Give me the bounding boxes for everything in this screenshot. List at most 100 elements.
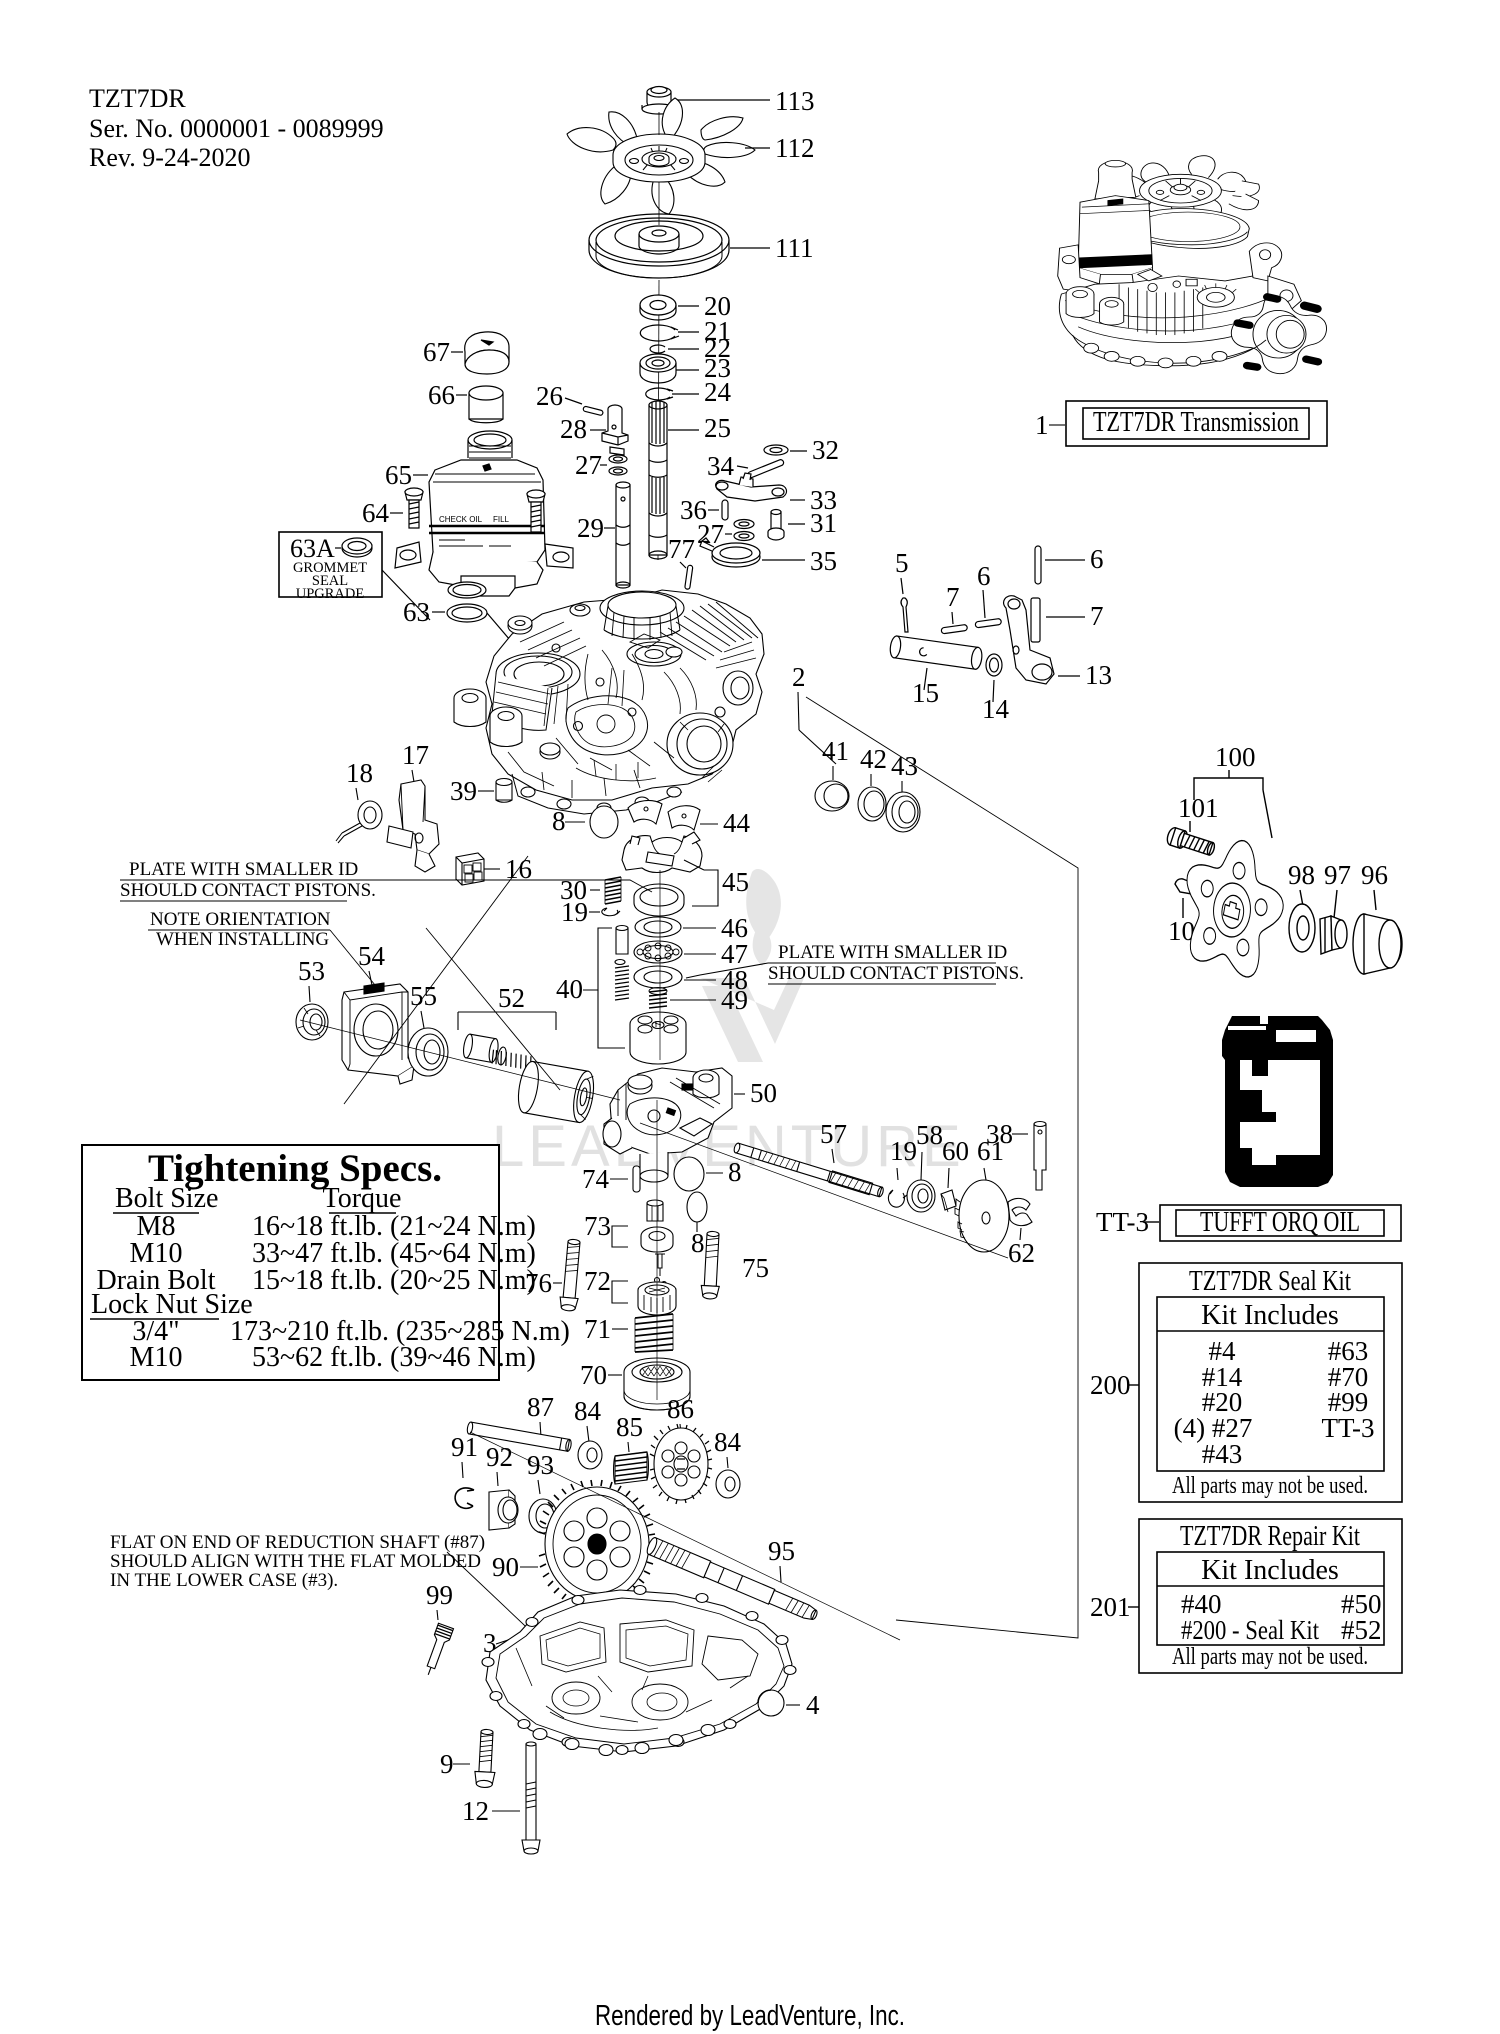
svg-text:TUFFT ORQ OIL: TUFFT ORQ OIL xyxy=(1200,1207,1360,1238)
svg-text:53: 53 xyxy=(298,956,325,986)
svg-text:UPGRADE: UPGRADE xyxy=(296,586,365,602)
svg-text:24: 24 xyxy=(704,377,732,407)
svg-text:39: 39 xyxy=(450,776,477,806)
svg-text:98: 98 xyxy=(1288,860,1315,890)
svg-text:72: 72 xyxy=(584,1266,611,1296)
svg-text:173~210 ft.lb. (235~285 N.m): 173~210 ft.lb. (235~285 N.m) xyxy=(230,1316,570,1347)
svg-text:73: 73 xyxy=(584,1211,611,1241)
svg-text:29: 29 xyxy=(577,513,604,543)
svg-text:74: 74 xyxy=(582,1164,610,1194)
svg-text:#20: #20 xyxy=(1202,1387,1243,1417)
svg-text:#4: #4 xyxy=(1209,1336,1237,1366)
svg-text:FLAT ON END OF REDUCTION SHAFT: FLAT ON END OF REDUCTION SHAFT (#87) xyxy=(110,1532,485,1553)
svg-text:90: 90 xyxy=(492,1552,519,1582)
svg-text:26: 26 xyxy=(536,381,563,411)
svg-text:62: 62 xyxy=(1008,1238,1035,1268)
svg-text:27: 27 xyxy=(575,450,602,480)
svg-text:111: 111 xyxy=(775,233,814,263)
svg-text:75: 75 xyxy=(742,1253,769,1283)
svg-text:#200 - Seal Kit: #200 - Seal Kit xyxy=(1181,1615,1319,1645)
svg-text:33: 33 xyxy=(810,485,837,515)
svg-text:77: 77 xyxy=(668,534,695,564)
svg-text:21: 21 xyxy=(704,316,731,346)
svg-text:17: 17 xyxy=(402,740,429,770)
svg-text:LEADVENTURE: LEADVENTURE xyxy=(492,1114,965,1179)
svg-text:3/4": 3/4" xyxy=(132,1316,179,1347)
svg-text:55: 55 xyxy=(410,981,437,1011)
svg-text:61: 61 xyxy=(977,1136,1004,1166)
svg-text:34: 34 xyxy=(707,451,735,481)
svg-text:(4) #27: (4) #27 xyxy=(1174,1413,1253,1443)
svg-text:SHOULD CONTACT PISTONS.: SHOULD CONTACT PISTONS. xyxy=(120,880,376,901)
svg-text:22: 22 xyxy=(704,333,731,363)
svg-text:46: 46 xyxy=(721,913,748,943)
svg-text:8: 8 xyxy=(728,1157,742,1187)
svg-text:#43: #43 xyxy=(1202,1439,1243,1469)
svg-text:45: 45 xyxy=(722,867,749,897)
svg-text:19: 19 xyxy=(890,1136,917,1166)
svg-text:200: 200 xyxy=(1090,1370,1131,1400)
svg-text:93: 93 xyxy=(527,1450,554,1480)
svg-text:31: 31 xyxy=(810,508,837,538)
svg-text:23: 23 xyxy=(704,353,731,383)
svg-text:15~18 ft.lb. (20~25 N.m): 15~18 ft.lb. (20~25 N.m) xyxy=(252,1265,536,1296)
svg-text:112: 112 xyxy=(775,133,815,163)
svg-text:91: 91 xyxy=(451,1432,478,1462)
svg-text:35: 35 xyxy=(810,546,837,576)
svg-text:63: 63 xyxy=(403,597,430,627)
svg-text:47: 47 xyxy=(721,939,748,969)
svg-text:20: 20 xyxy=(704,291,731,321)
svg-text:M10: M10 xyxy=(130,1342,183,1373)
svg-text:TZT7DR Seal Kit: TZT7DR Seal Kit xyxy=(1189,1266,1351,1297)
svg-text:WHEN INSTALLING: WHEN INSTALLING xyxy=(156,929,329,950)
svg-text:87: 87 xyxy=(527,1392,554,1422)
svg-text:#70: #70 xyxy=(1328,1362,1369,1392)
svg-text:TZT7DR Repair Kit: TZT7DR Repair Kit xyxy=(1180,1521,1360,1552)
svg-text:71: 71 xyxy=(584,1314,611,1344)
svg-text:2: 2 xyxy=(792,662,806,692)
svg-text:All parts may not be used.: All parts may not be used. xyxy=(1172,1473,1368,1499)
svg-text:96: 96 xyxy=(1361,860,1388,890)
svg-text:19: 19 xyxy=(561,897,588,927)
svg-text:Rev. 9-24-2020: Rev. 9-24-2020 xyxy=(89,143,251,172)
svg-text:4: 4 xyxy=(806,1690,820,1720)
svg-text:70: 70 xyxy=(580,1360,607,1390)
svg-text:52: 52 xyxy=(498,983,525,1013)
svg-text:1: 1 xyxy=(1035,410,1049,440)
svg-text:60: 60 xyxy=(942,1136,969,1166)
svg-text:84: 84 xyxy=(714,1427,742,1457)
svg-text:6: 6 xyxy=(1090,544,1104,574)
svg-text:8: 8 xyxy=(691,1228,705,1258)
svg-text:SHOULD ALIGN WITH THE FLAT MOL: SHOULD ALIGN WITH THE FLAT MOLDED xyxy=(110,1551,481,1572)
svg-text:8: 8 xyxy=(552,806,566,836)
svg-text:6: 6 xyxy=(977,561,991,591)
svg-text:SHOULD CONTACT PISTONS.: SHOULD CONTACT PISTONS. xyxy=(768,963,1024,984)
svg-text:36: 36 xyxy=(680,495,707,525)
svg-text:Kit Includes: Kit Includes xyxy=(1201,1300,1339,1331)
svg-text:54: 54 xyxy=(358,941,386,971)
svg-text:92: 92 xyxy=(486,1442,513,1472)
svg-text:33~47 ft.lb. (45~64 N.m): 33~47 ft.lb. (45~64 N.m) xyxy=(252,1238,536,1269)
svg-text:28: 28 xyxy=(560,414,587,444)
svg-text:97: 97 xyxy=(1324,860,1351,890)
svg-text:76: 76 xyxy=(525,1268,552,1298)
svg-text:SEAL: SEAL xyxy=(312,573,348,589)
svg-text:85: 85 xyxy=(616,1412,643,1442)
svg-text:25: 25 xyxy=(704,413,731,443)
svg-text:43: 43 xyxy=(891,751,918,781)
svg-text:Tightening Specs.: Tightening Specs. xyxy=(148,1147,442,1190)
svg-text:Bolt Size: Bolt Size xyxy=(115,1183,218,1214)
svg-text:PLATE WITH SMALLER ID: PLATE WITH SMALLER ID xyxy=(129,859,358,880)
svg-text:57: 57 xyxy=(820,1119,847,1149)
svg-text:38: 38 xyxy=(986,1119,1013,1149)
svg-text:TT-3: TT-3 xyxy=(1322,1413,1375,1443)
svg-text:53~62 ft.lb. (39~46 N.m): 53~62 ft.lb. (39~46 N.m) xyxy=(252,1342,536,1373)
svg-text:M10: M10 xyxy=(130,1238,183,1269)
svg-text:18: 18 xyxy=(346,758,373,788)
svg-text:42: 42 xyxy=(860,744,887,774)
svg-text:14: 14 xyxy=(982,694,1010,724)
svg-text:201: 201 xyxy=(1090,1592,1131,1622)
svg-text:12: 12 xyxy=(462,1796,489,1826)
svg-text:Drain Bolt: Drain Bolt xyxy=(97,1265,216,1296)
svg-text:95: 95 xyxy=(768,1536,795,1566)
